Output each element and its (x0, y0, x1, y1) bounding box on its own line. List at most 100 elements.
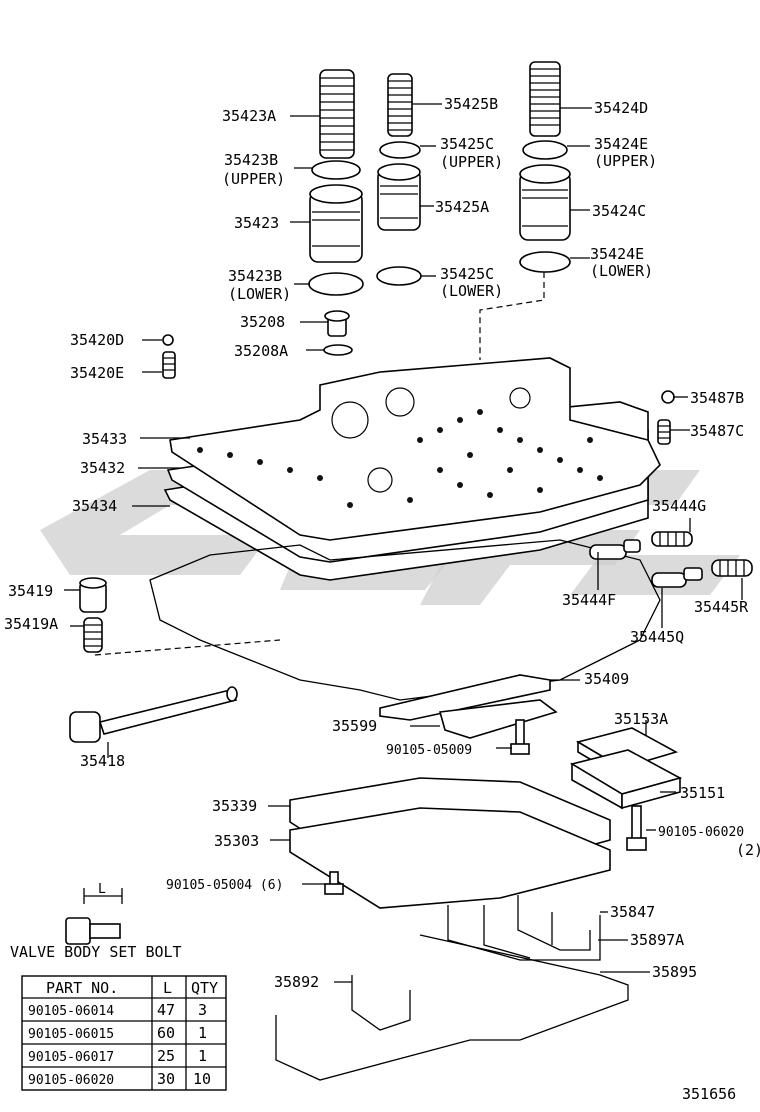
label-35418: 35418 (80, 752, 125, 770)
ring-35423B-upper (311, 160, 361, 180)
label-35444G: 35444G (652, 497, 706, 515)
table-cell-qty: 3 (198, 1001, 207, 1019)
label-35420D: 35420D (70, 331, 124, 349)
label-35424E-upper: 35424E (594, 135, 648, 153)
tube-35895 (419, 934, 629, 1041)
table-cell-part: 90105-06014 (28, 1004, 114, 1019)
table-cell-part: 90105-06020 (28, 1073, 114, 1088)
table-cell-qty: 1 (198, 1024, 207, 1042)
table-cell-part: 90105-06017 (28, 1050, 114, 1065)
spring-35487C (657, 419, 671, 445)
cup-35419 (79, 577, 107, 613)
label-35895: 35895 (652, 963, 697, 981)
label-35423B-upper-note: (UPPER) (222, 170, 285, 188)
valve-body-casting (149, 539, 661, 701)
label-35419: 35419 (8, 582, 53, 600)
label-35424E-lower: 35424E (590, 245, 644, 263)
leader-dash-mid (94, 639, 281, 656)
plate-35599 (438, 699, 558, 739)
label-35409: 35409 (584, 670, 629, 688)
label-35487B: 35487B (690, 389, 744, 407)
label-90105-05009: 90105-05009 (386, 743, 472, 758)
label-35425B: 35425B (444, 95, 498, 113)
label-35433: 35433 (82, 430, 127, 448)
leader-dash-top (479, 272, 545, 360)
washer-35208A (323, 344, 353, 356)
label-35444F: 35444F (562, 591, 616, 609)
spring-35424D (529, 61, 561, 137)
label-35445Q: 35445Q (630, 628, 684, 646)
label-35420E: 35420E (70, 364, 124, 382)
bolt-90105-06020 (626, 805, 647, 851)
label-35339: 35339 (212, 797, 257, 815)
label-35424D: 35424D (594, 99, 648, 117)
label-35423B-lower-note: (LOWER) (228, 285, 291, 303)
table-cell-qty: 10 (193, 1070, 211, 1088)
table-header-qty: QTY (191, 979, 218, 997)
label-90105-06020-qty: (2) (736, 841, 760, 859)
label-35425C-upper-note: (UPPER) (440, 153, 503, 171)
table-cell-l: 25 (157, 1047, 175, 1065)
label-35425A: 35425A (435, 198, 489, 216)
ring-35424E-lower (519, 251, 571, 273)
bolt-caption: VALVE BODY SET BOLT (10, 943, 182, 961)
plug-35445Q (651, 567, 703, 588)
leader-lines (64, 103, 743, 983)
block-35151 (569, 749, 683, 810)
ring-35423B-lower (308, 272, 364, 296)
label-35303: 35303 (214, 832, 259, 850)
plug-35208 (324, 310, 350, 337)
spring-35444G (651, 531, 693, 547)
label-35487C: 35487C (690, 422, 744, 440)
label-90105-05004: 90105-05004 (6) (166, 878, 283, 893)
tube-35897A (517, 895, 591, 951)
label-35423A: 35423A (222, 107, 276, 125)
spring-35423A (319, 69, 355, 159)
plate-35433 (169, 357, 661, 541)
label-35892: 35892 (274, 973, 319, 991)
label-35153A: 35153A (614, 710, 668, 728)
label-35424C: 35424C (592, 202, 646, 220)
table-cell-part: 90105-06015 (28, 1027, 114, 1042)
table-cell-qty: 1 (198, 1047, 207, 1065)
bolt-table: PART NO. L QTY 90105-06014 47 3 90105-06… (21, 975, 227, 1091)
sleeve-35424C (519, 164, 571, 241)
dimension-L: L (98, 882, 106, 897)
plug-35444F (589, 539, 641, 560)
spring-35419A (83, 617, 103, 653)
label-35424E-upper-note: (UPPER) (594, 152, 657, 170)
ball-35420D (162, 334, 174, 346)
tube-35892 (275, 975, 520, 1081)
label-35424E-lower-note: (LOWER) (590, 262, 653, 280)
bolt-90105-05009 (510, 719, 530, 755)
table-cell-l: 60 (157, 1024, 175, 1042)
bolt-90105-05004 (324, 871, 344, 895)
table-cell-l: 30 (157, 1070, 175, 1088)
manual-valve-35418 (69, 686, 238, 743)
spring-35425B (387, 73, 413, 137)
ring-35425C-upper (379, 141, 421, 159)
ring-35424E-upper (522, 140, 568, 160)
label-35897A: 35897A (630, 931, 684, 949)
label-35847: 35847 (610, 903, 655, 921)
label-35423B-upper: 35423B (224, 151, 278, 169)
figure-number: 351656 (682, 1085, 736, 1103)
label-35425C-lower-note: (LOWER) (440, 282, 503, 300)
table-cell-l: 47 (157, 1001, 175, 1019)
label-35599: 35599 (332, 717, 377, 735)
label-35425C-upper: 35425C (440, 135, 494, 153)
strainer-35303 (289, 807, 611, 909)
label-35423: 35423 (234, 214, 279, 232)
label-90105-06020: 90105-06020 (658, 825, 744, 840)
label-35208A: 35208A (234, 342, 288, 360)
tube-35847 (447, 905, 601, 961)
detent-spring-35409 (379, 674, 551, 721)
spring-35420E (162, 351, 176, 379)
sleeve-35423 (309, 184, 363, 263)
ball-35487B (661, 390, 675, 404)
label-35208: 35208 (240, 313, 285, 331)
label-35423B-lower: 35423B (228, 267, 282, 285)
label-35434: 35434 (72, 497, 117, 515)
bolt-illustration (65, 888, 123, 945)
